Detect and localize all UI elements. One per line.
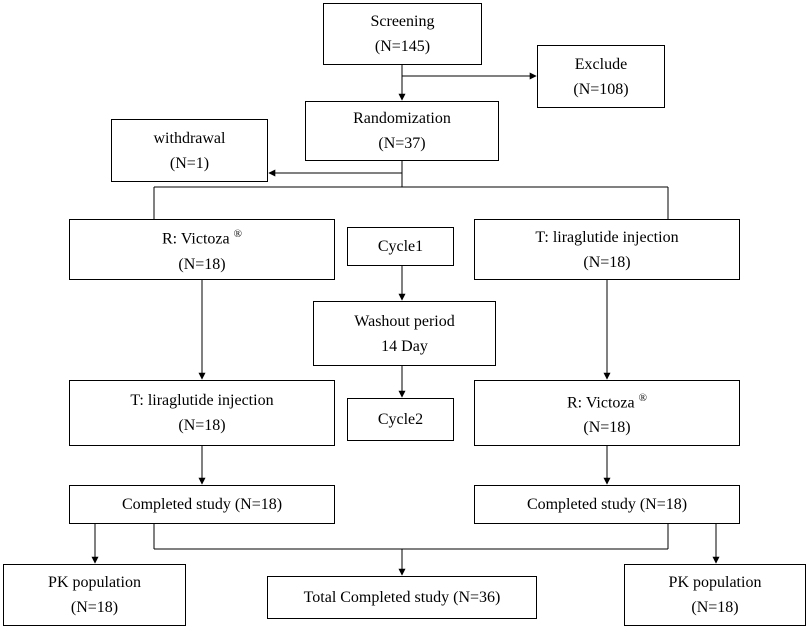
screening-label: Screening [370, 13, 435, 30]
registered-mark: ® [638, 391, 647, 404]
pk-left-label: PK population [48, 574, 141, 591]
cycle2-box: Cycle2 [347, 398, 454, 441]
washout-label: Washout period [354, 312, 455, 330]
cycle1-box: Cycle1 [347, 227, 454, 266]
withdrawal-count: (N=1) [169, 154, 210, 172]
pk-right-box: PK population (N=18) [624, 564, 806, 626]
t-liraglutide-top-label: T: liraglutide injection [535, 228, 679, 246]
r-victoza-bottom-count: (N=18) [583, 419, 631, 437]
screening-box: Screening (N=145) [323, 3, 482, 65]
r-victoza-top-box: R: Victoza ® (N=18) [69, 219, 335, 280]
r-victoza-top-label: R: Victoza ® [162, 228, 242, 248]
r-victoza-bottom-box: R: Victoza ® (N=18) [474, 380, 740, 446]
withdrawal-box: withdrawal (N=1) [111, 119, 268, 182]
t-liraglutide-bottom-box: T: liraglutide injection (N=18) [69, 380, 335, 446]
completed-right-label: Completed study (N=18) [526, 496, 688, 513]
pk-left-count: (N=18) [70, 599, 119, 616]
t-liraglutide-bottom-label: T: liraglutide injection [130, 392, 274, 409]
pk-right-count: (N=18) [691, 599, 739, 616]
r-victoza-top-count: (N=18) [178, 255, 226, 273]
cycle1-label: Cycle1 [377, 238, 424, 255]
t-liraglutide-bottom-count: (N=18) [178, 417, 226, 434]
t-liraglutide-top-box: T: liraglutide injection (N=18) [474, 219, 740, 280]
exclude-box: Exclude (N=108) [537, 45, 665, 108]
randomization-count: (N=37) [378, 135, 426, 152]
randomization-label: Randomization [353, 110, 451, 127]
screening-count: (N=145) [374, 38, 431, 55]
randomization-box: Randomization (N=37) [305, 101, 499, 161]
registered-mark: ® [233, 228, 242, 241]
exclude-label: Exclude [574, 55, 628, 73]
pk-right-label: PK population [668, 574, 762, 591]
cycle2-label: Cycle2 [377, 411, 424, 428]
washout-duration: 14 Day [381, 337, 428, 355]
total-completed-label: Total Completed study (N=36) [303, 589, 501, 606]
r-victoza-bottom-label: R: Victoza ® [567, 391, 647, 412]
pk-left-box: PK population (N=18) [3, 564, 186, 626]
t-liraglutide-top-count: (N=18) [583, 253, 631, 271]
exclude-count: (N=108) [573, 80, 629, 98]
completed-left-box: Completed study (N=18) [69, 485, 335, 524]
total-completed-box: Total Completed study (N=36) [267, 576, 537, 619]
washout-box: Washout period 14 Day [313, 301, 496, 366]
completed-left-label: Completed study (N=18) [121, 496, 283, 513]
completed-right-box: Completed study (N=18) [474, 485, 740, 524]
withdrawal-label: withdrawal [153, 129, 226, 147]
